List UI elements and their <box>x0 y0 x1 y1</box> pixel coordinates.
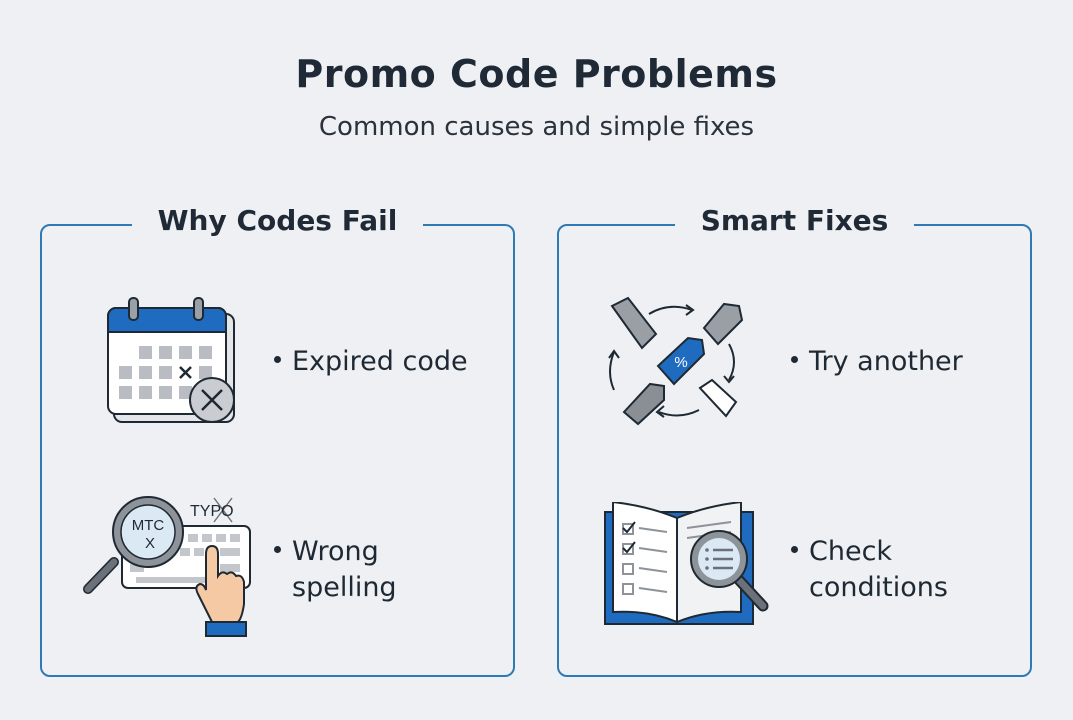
magnifier-text: MTC <box>132 517 165 534</box>
why-codes-fail-panel: Why Codes Fail Expired code TYPO MTC <box>40 204 515 677</box>
bullet-icon <box>274 356 281 363</box>
expired-code-label: Expired code <box>274 344 468 380</box>
try-another-label: Try another <box>791 344 963 380</box>
panel-heading: Smart Fixes <box>674 204 915 237</box>
magnifier-mark: X <box>145 535 155 552</box>
panel-heading: Why Codes Fail <box>131 204 424 237</box>
bullet-icon <box>791 356 798 363</box>
typo-strike-mark <box>213 497 233 523</box>
rotating-tags-icon: % <box>608 296 744 426</box>
page-title: Promo Code Problems <box>295 52 778 96</box>
page-subtitle: Common causes and simple fixes <box>318 112 755 142</box>
book-magnifier-icon <box>604 502 769 625</box>
typo-text: TYPO <box>190 503 234 520</box>
tag-percent-text: % <box>674 354 687 371</box>
bullet-icon <box>274 546 281 553</box>
expired-calendar-icon <box>107 297 235 423</box>
smart-fixes-panel: Smart Fixes % Try another <box>557 204 1032 677</box>
typo-keyboard-icon: TYPO MTC X <box>83 496 251 637</box>
bullet-icon <box>791 546 798 553</box>
